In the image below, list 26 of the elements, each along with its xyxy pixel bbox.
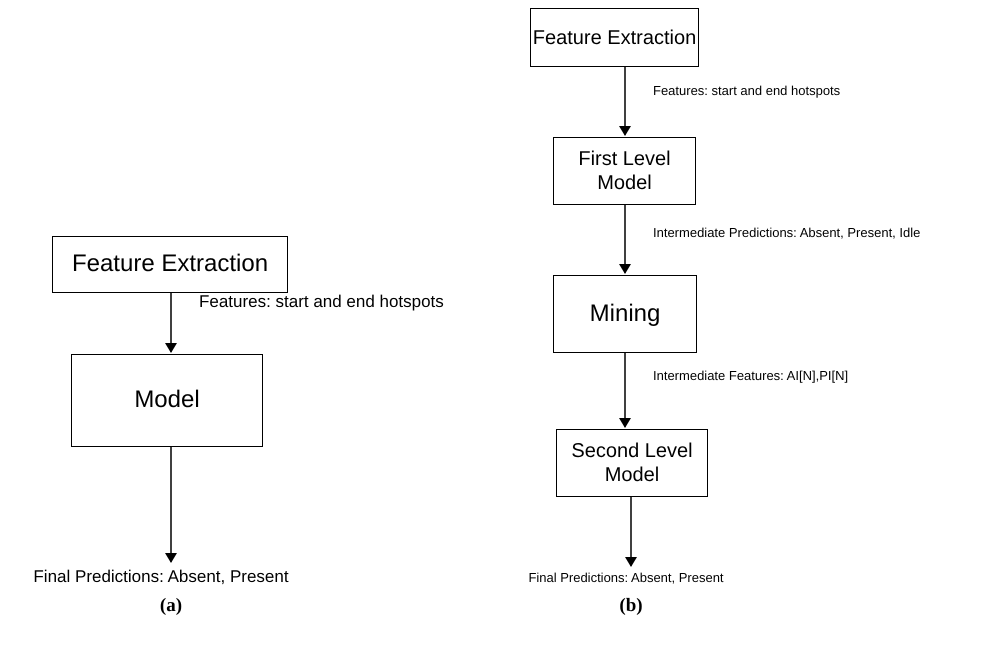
- output-text: Final Predictions: Absent, Present: [505, 568, 747, 588]
- box-label: Feature Extraction: [72, 250, 268, 279]
- process-box: [556, 429, 708, 497]
- process-box: [553, 275, 697, 353]
- arrow: [625, 497, 637, 567]
- box-label: Mining: [590, 300, 660, 328]
- arrow: [619, 205, 631, 274]
- edge-label: Intermediate Predictions: Absent, Present, Idle: [653, 225, 920, 240]
- box-label: Feature Extraction: [532, 26, 696, 50]
- edge-label: Features: start and end hotspots: [653, 83, 840, 98]
- box-label: Model: [134, 386, 200, 415]
- process-box: [52, 236, 288, 293]
- arrow: [619, 67, 631, 136]
- edge-label: Intermediate Features: AI[N],PI[N]: [653, 368, 848, 383]
- process-box: [530, 8, 699, 67]
- process-box: [71, 354, 263, 447]
- panel-caption: (b): [619, 595, 643, 617]
- arrow: [619, 353, 631, 428]
- output-text: Final Predictions: Absent, Present: [8, 564, 314, 590]
- arrow: [165, 447, 177, 563]
- box-label: First Level Model: [577, 147, 672, 195]
- panel-caption: (a): [160, 595, 182, 617]
- process-box: [553, 137, 696, 205]
- arrow: [165, 293, 177, 353]
- box-label: Second Level Model: [570, 439, 694, 487]
- edge-label: Features: start and end hotspots: [199, 292, 444, 312]
